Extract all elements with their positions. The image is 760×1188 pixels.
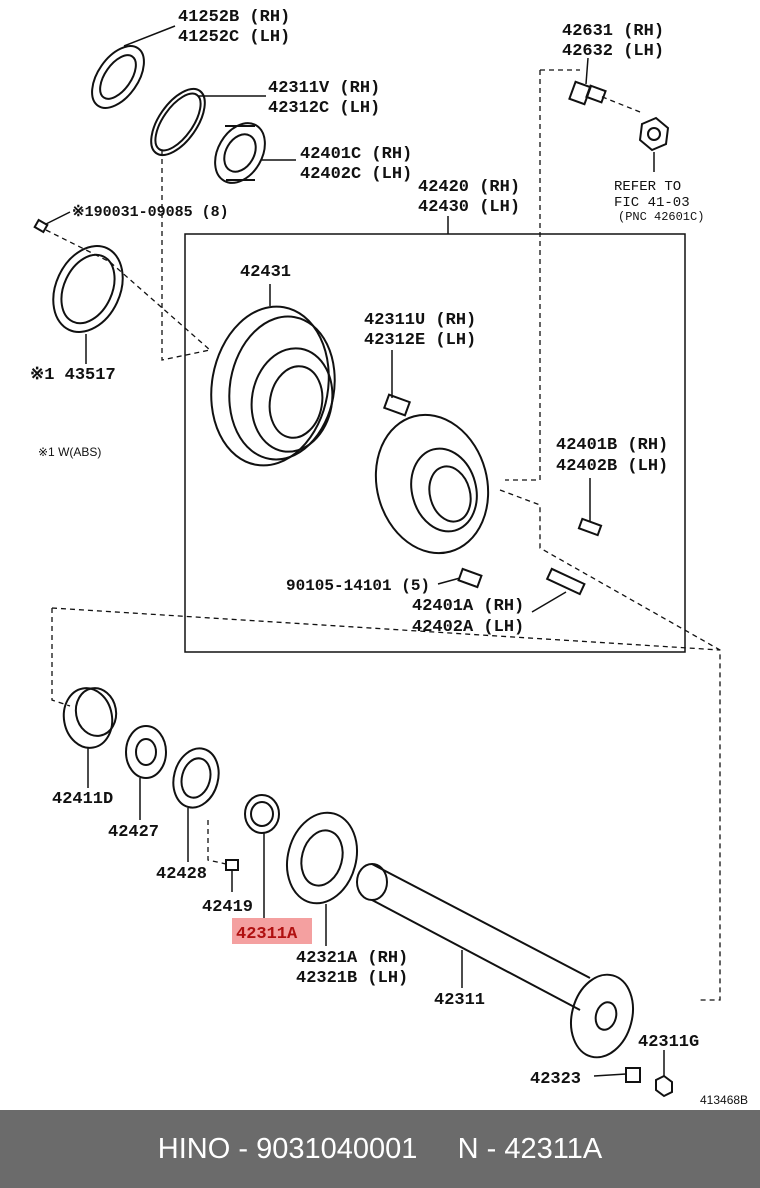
label-42419[interactable]: 42419 — [202, 898, 253, 917]
brand-name: HINO — [157, 1132, 231, 1165]
ref-line-bearing — [161, 150, 211, 361]
part-info-footer: HINO - 9031040001 N - 42311A — [0, 1110, 760, 1188]
label-42321a[interactable]: 42321A (RH) — [296, 949, 408, 968]
label-42321b[interactable]: 42321B (LH) — [296, 969, 408, 988]
label-90105[interactable]: 90105-14101 (5) — [286, 577, 430, 595]
pin-42323-drawing — [625, 1067, 641, 1083]
cap-42411d-drawing — [62, 687, 118, 749]
highlight-42311a — [232, 918, 312, 944]
label-42401a[interactable]: 42401A (RH) — [412, 597, 524, 616]
label-43517[interactable]: ※1 43517 — [30, 366, 116, 385]
label-42311a[interactable]: 42311A — [236, 925, 298, 944]
hub-assembly-box — [184, 233, 686, 653]
bolt-90105-drawing — [457, 567, 483, 589]
ref-line-left — [51, 608, 71, 707]
label-42311[interactable]: 42311 — [434, 991, 485, 1010]
oil-seal-42311a-drawing — [244, 794, 280, 834]
label-41252b[interactable]: 41252B (RH) — [178, 8, 290, 27]
label-42311u[interactable]: 42311U (RH) — [364, 311, 476, 330]
part-number: 9031040001 — [256, 1132, 418, 1165]
refer-line-2[interactable]: FIC 41-03 — [614, 195, 690, 211]
note-abs: ※1 W(ABS) — [38, 445, 101, 459]
axle-hub-drawing — [374, 413, 490, 555]
axle-shaft-42311-drawing — [356, 863, 634, 1059]
label-41252c[interactable]: 41252C (LH) — [178, 28, 290, 47]
leader-42401a — [531, 591, 567, 613]
leader-42631 — [585, 57, 589, 85]
leader-41252 — [123, 25, 176, 47]
refer-line-1: REFER TO — [614, 179, 681, 195]
exploded-parts-diagram: 41252B (RH) 41252C (LH) 42311V (RH) 4231… — [30, 8, 748, 1107]
label-42631[interactable]: 42631 (RH) — [562, 22, 664, 41]
label-42311g[interactable]: 42311G — [638, 1033, 699, 1052]
leader-42323 — [593, 1073, 627, 1077]
label-190031[interactable]: ※190031-09085 (8) — [72, 204, 229, 221]
nut-42311g-drawing — [655, 1074, 673, 1098]
ring-42311v-drawing — [150, 88, 206, 156]
bolt-42311u-drawing — [382, 393, 412, 417]
washer-42428-drawing — [172, 747, 220, 809]
leader-90105 — [437, 577, 461, 585]
label-42402b[interactable]: 42402B (LH) — [556, 457, 668, 476]
stud-42401b-drawing — [577, 517, 603, 537]
label-42430[interactable]: 42430 (LH) — [418, 198, 520, 217]
gasket-42321a-drawing — [286, 811, 358, 905]
sensor-rotor-43517-drawing — [52, 245, 124, 333]
ref-line-nut — [599, 95, 641, 113]
stud-42401a-drawing — [545, 567, 586, 596]
label-42402a[interactable]: 42402A (LH) — [412, 618, 524, 637]
label-42402c[interactable]: 42402C (LH) — [300, 165, 412, 184]
refer-line-3[interactable]: (PNC 42601C) — [618, 210, 704, 224]
hub-bolt-42631-drawing — [568, 80, 607, 106]
label-42401c[interactable]: 42401C (RH) — [300, 145, 412, 164]
ref-line-right — [499, 489, 721, 1001]
label-42312e[interactable]: 42312E (LH) — [364, 331, 476, 350]
label-42323[interactable]: 42323 — [530, 1070, 581, 1089]
label-42427[interactable]: 42427 — [108, 823, 159, 842]
position-label: N - 42311A — [457, 1132, 603, 1165]
screw-190031-drawing — [33, 218, 49, 234]
label-42428[interactable]: 42428 — [156, 865, 207, 884]
label-42420[interactable]: 42420 (RH) — [418, 178, 520, 197]
brake-drum-42431-drawing — [210, 305, 336, 467]
label-42401b[interactable]: 42401B (RH) — [556, 436, 668, 455]
bearing-42401c-drawing — [214, 122, 266, 184]
hub-nut-drawing — [638, 116, 670, 152]
separator: - — [230, 1132, 257, 1165]
label-42311v[interactable]: 42311V (RH) — [268, 79, 380, 98]
label-42312c[interactable]: 42312C (LH) — [268, 99, 380, 118]
label-42632[interactable]: 42632 (LH) — [562, 42, 664, 61]
label-42411d[interactable]: 42411D — [52, 790, 113, 809]
ref-line-diagonal — [51, 607, 721, 651]
gap — [417, 1133, 457, 1166]
ref-line-upper — [505, 70, 541, 481]
nut-42427-drawing — [125, 725, 167, 779]
figure-id: 413468B — [700, 1093, 748, 1107]
oil-seal-41252b-drawing — [91, 45, 145, 109]
label-42431[interactable]: 42431 — [240, 263, 291, 282]
leader-190031 — [45, 211, 71, 225]
screw-42419-drawing — [225, 859, 239, 871]
ref-line-screw-lower — [207, 820, 227, 865]
